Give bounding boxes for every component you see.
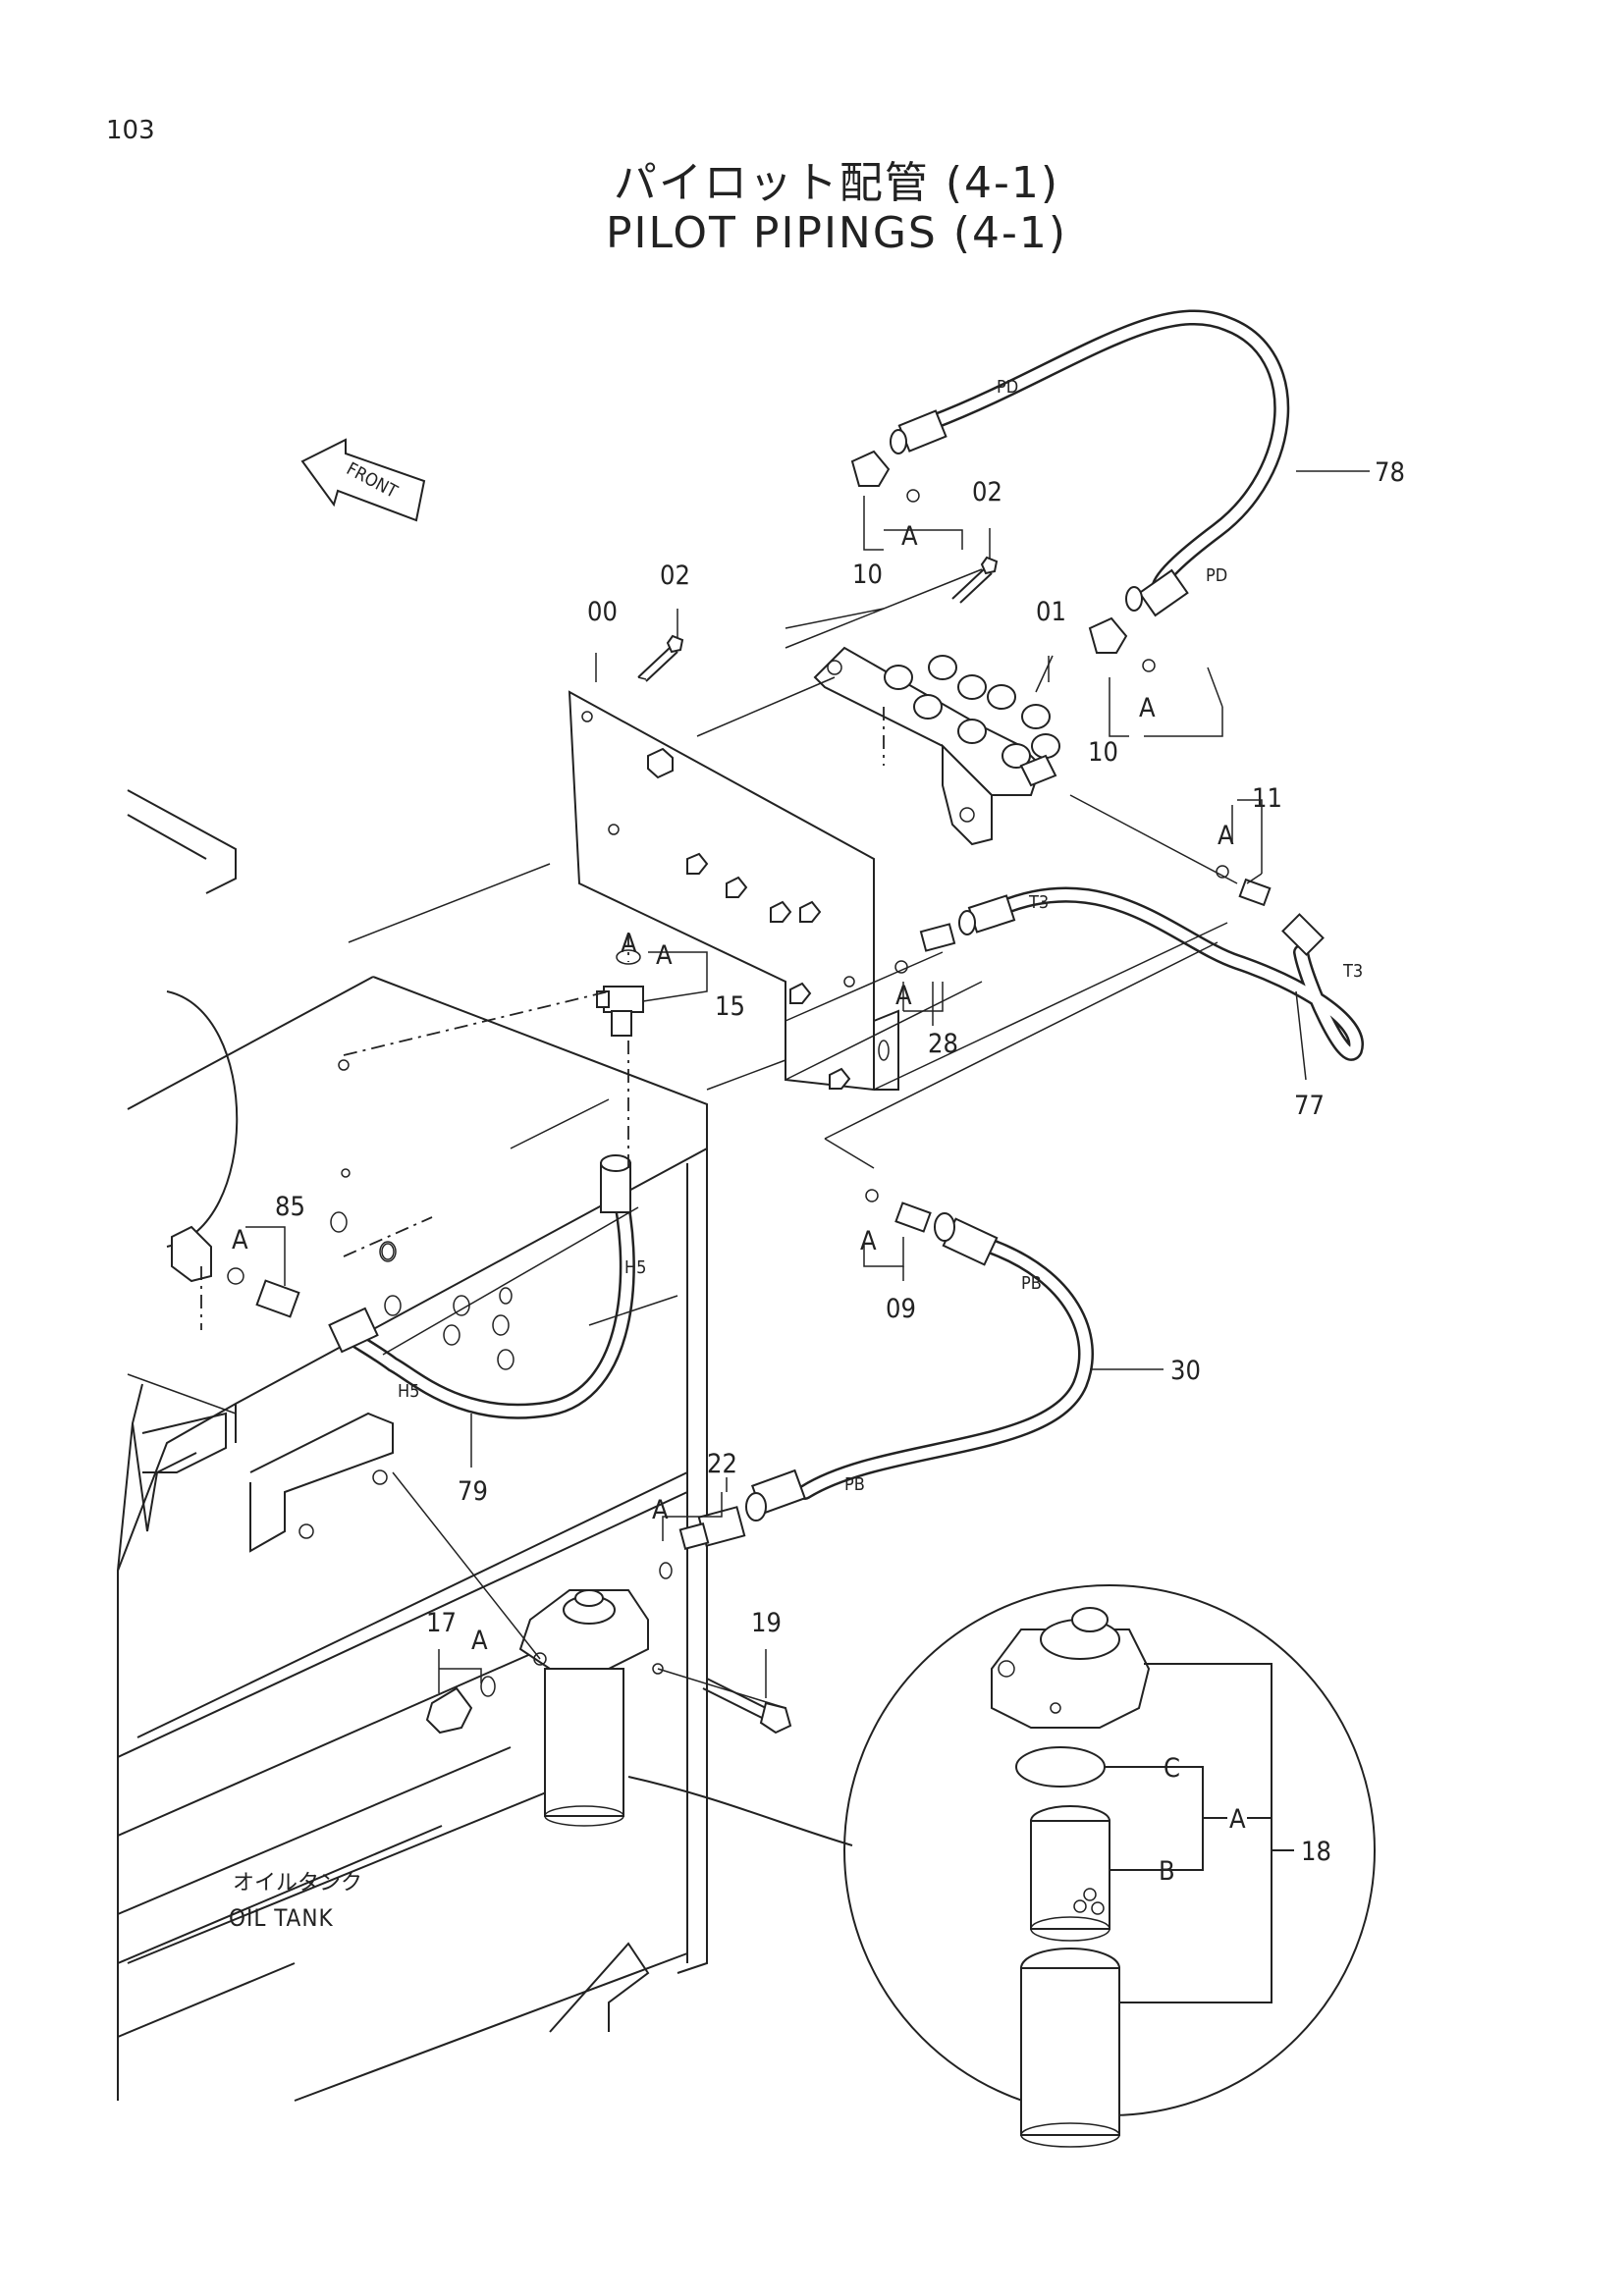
callout-15: 15 — [715, 991, 745, 1022]
callout-19: 19 — [751, 1608, 782, 1638]
port-label-pd-upper: PD — [997, 377, 1018, 398]
detail-mark-b: B — [1159, 1856, 1175, 1887]
seal-mark-a-5: A — [895, 981, 912, 1011]
seal-mark-a-1: A — [901, 521, 918, 552]
oil-tank-label-japanese: オイルタンク — [233, 1871, 362, 1896]
hose-78 — [890, 309, 1290, 617]
callout-09: 09 — [886, 1294, 916, 1324]
callout-28: 28 — [928, 1029, 958, 1059]
hose-79 — [328, 1154, 635, 1419]
callout-10-upper: 10 — [852, 560, 883, 590]
callout-85: 85 — [275, 1192, 305, 1222]
callout-79: 79 — [458, 1476, 488, 1507]
leader-lines — [245, 470, 1370, 1709]
hose-30 — [745, 1212, 1094, 1522]
line-filter-18 — [518, 1589, 664, 1827]
hose-77 — [958, 886, 1364, 1061]
seal-mark-a-8: A — [652, 1495, 669, 1525]
front-direction-arrow: FRONT — [300, 438, 426, 522]
seal-mark-a-3: A — [1218, 821, 1234, 851]
port-label-t3-right: T3 — [1342, 961, 1363, 982]
port-label-pb-lower: PB — [844, 1474, 865, 1495]
seal-mark-a-4: A — [656, 940, 673, 971]
port-label-h5-upper: H5 — [624, 1257, 646, 1278]
filter-detail-circle — [627, 1584, 1376, 2148]
adapter-11 — [1216, 865, 1272, 907]
bolt-02-left — [637, 634, 684, 682]
callout-18: 18 — [1301, 1837, 1331, 1867]
port-label-h5-lower: H5 — [398, 1381, 419, 1402]
page-title-english: PILOT PIPINGS (4-1) — [605, 208, 1068, 258]
page-number: 103 — [106, 116, 155, 145]
callout-numbers: 00 01 02 02 09 10 10 11 15 17 18 19 22 2… — [275, 457, 1405, 1867]
callout-77: 77 — [1294, 1091, 1325, 1121]
callout-17: 17 — [426, 1608, 457, 1638]
adapter-09 — [865, 1189, 932, 1233]
callout-30: 30 — [1170, 1356, 1201, 1386]
seal-mark-a-10: A — [621, 929, 637, 959]
page-title-japanese: パイロット配管 (4-1) — [613, 158, 1060, 208]
seal-mark-a-7: A — [860, 1226, 877, 1256]
port-label-pd-lower: PD — [1206, 565, 1227, 586]
callout-78: 78 — [1375, 457, 1405, 488]
callout-11: 11 — [1252, 783, 1282, 814]
callout-00: 00 — [587, 597, 618, 627]
oil-tank-label: オイルタンク OIL TANK — [229, 1871, 362, 1932]
port-label-t3-left: T3 — [1028, 892, 1049, 913]
adapter-28 — [894, 923, 956, 974]
callout-01: 01 — [1036, 597, 1066, 627]
elbow-17 — [425, 1676, 496, 1735]
tee-fitting-22 — [659, 1506, 746, 1579]
assembly-lines — [127, 568, 1238, 1415]
bolt-02-right — [951, 556, 999, 604]
detail-mark-c: C — [1164, 1753, 1180, 1784]
seal-mark-a-9: A — [471, 1626, 488, 1656]
callout-22: 22 — [707, 1449, 737, 1479]
elbow-10-lower — [1088, 616, 1156, 672]
pilot-valve-block — [813, 646, 1060, 846]
callout-10-lower: 10 — [1088, 737, 1118, 768]
detail-mark-a: A — [1229, 1804, 1246, 1835]
tee-fitting-15 — [596, 949, 644, 1037]
oil-tank-label-english: OIL TANK — [229, 1904, 334, 1932]
port-label-pb-upper: PB — [1021, 1273, 1042, 1294]
callout-02-right: 02 — [972, 477, 1002, 507]
seal-mark-a-2: A — [1139, 693, 1156, 723]
bolt-19 — [702, 1678, 792, 1735]
port-labels: PD PD T3 T3 PB PB H5 H5 — [398, 377, 1363, 1495]
oil-tank-body — [117, 789, 708, 2102]
elbow-10-upper — [850, 450, 920, 503]
seal-marks: A A A A A A A A A A A B C — [232, 521, 1246, 1887]
callout-02-left: 02 — [660, 561, 690, 591]
seal-mark-a-6: A — [232, 1225, 248, 1255]
